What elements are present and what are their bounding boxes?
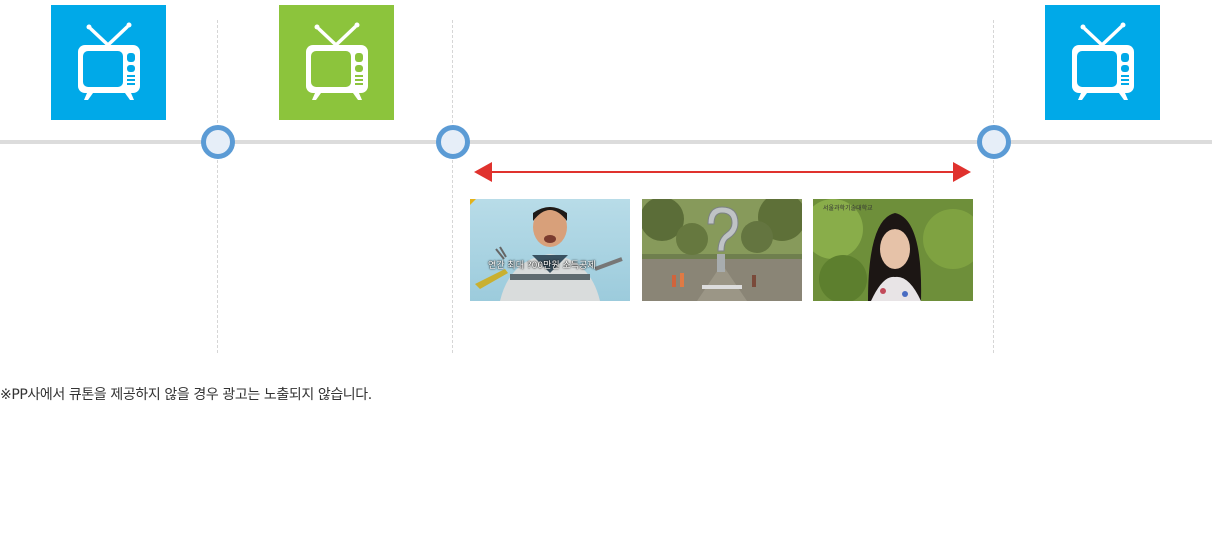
dashed-guide-line — [452, 20, 453, 353]
timeline-node — [436, 125, 470, 159]
timeline-node — [977, 125, 1011, 159]
thumbnail-caption: 서울과학기술대학교 — [823, 205, 873, 212]
tv-icon-box-left — [51, 5, 166, 120]
tv-icon-box-right — [1045, 5, 1160, 120]
dashed-guide-line — [993, 20, 994, 353]
timeline-bar — [0, 140, 1212, 144]
timeline-node — [201, 125, 235, 159]
tv-icon-box-middle — [279, 5, 394, 120]
footnote-text: ※PP사에서 큐톤을 제공하지 않을 경우 광고는 노출되지 않습니다. — [0, 387, 372, 403]
ad-thumbnail-worker — [470, 199, 630, 301]
ad-thumbnail-woman — [813, 199, 973, 301]
television-icon — [279, 5, 394, 120]
television-icon — [1045, 5, 1160, 120]
double-arrow-icon — [474, 162, 971, 182]
thumbnail-caption: 연간 최대 ?00만원 소득공제 — [488, 261, 596, 271]
dashed-guide-line — [217, 20, 218, 353]
television-icon — [51, 5, 166, 120]
ad-thumbnail-question-mark — [642, 199, 802, 301]
